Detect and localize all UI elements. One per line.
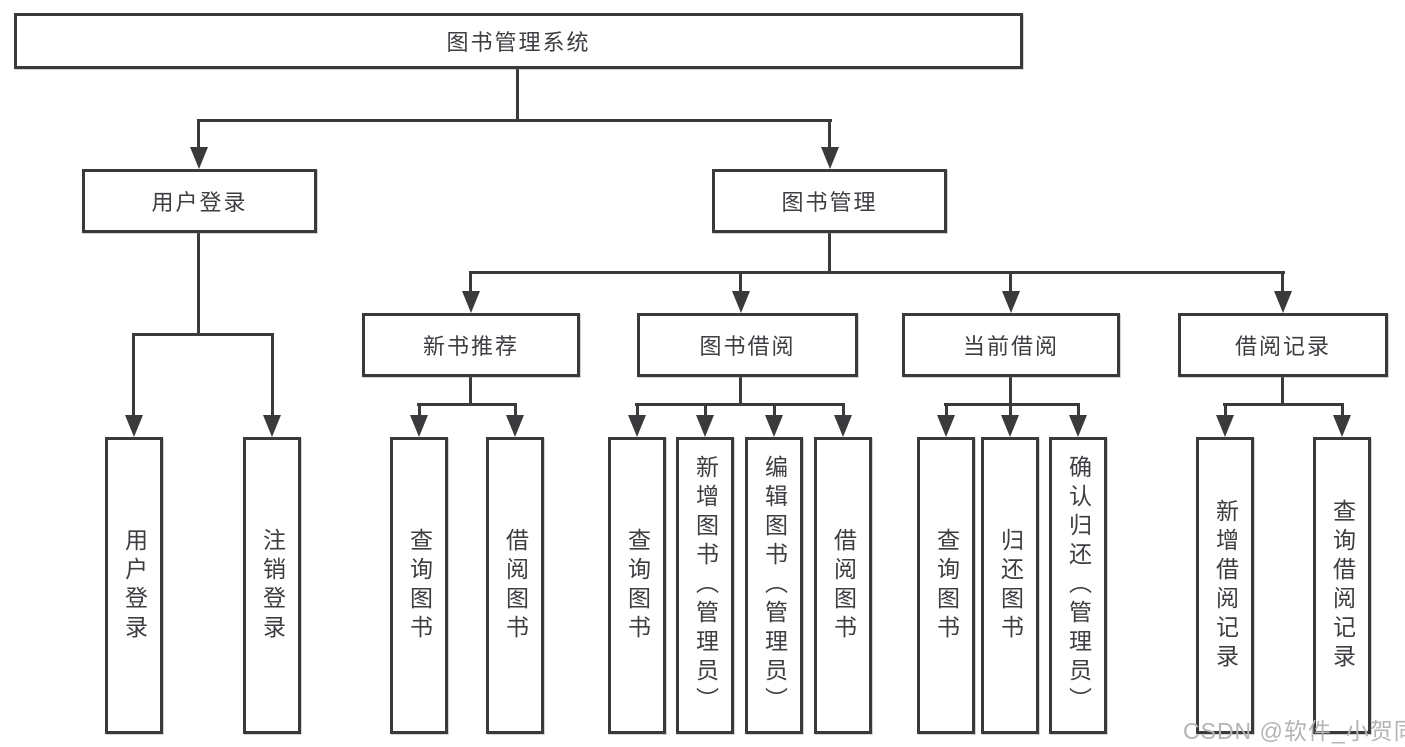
connector-shaft bbox=[1009, 271, 1012, 296]
connector-bar bbox=[635, 403, 845, 406]
arrowhead-down-icon bbox=[263, 415, 281, 437]
arrowhead-down-icon bbox=[765, 415, 783, 437]
connector-shaft bbox=[842, 403, 845, 419]
arrowhead-down-icon bbox=[732, 291, 750, 313]
connector-shaft bbox=[773, 403, 776, 419]
node-library-system-label: 图书管理系统 bbox=[446, 30, 591, 55]
connector-login-bar bbox=[132, 333, 274, 336]
connector-drop bbox=[739, 377, 742, 406]
connector-shaft bbox=[1281, 271, 1284, 296]
leaf-current-confirm-return-admin-label: 确认归还（管理员） bbox=[1065, 455, 1092, 716]
node-current-borrow: 当前借阅 bbox=[902, 313, 1120, 377]
leaf-recommend-query-books: 查询图书 bbox=[390, 437, 448, 734]
leaf-borrow-query-books-label: 查询图书 bbox=[624, 527, 651, 644]
node-user-login: 用户登录 bbox=[82, 169, 317, 233]
arrowhead-down-icon bbox=[696, 415, 714, 437]
leaf-recommend-borrow-books: 借阅图书 bbox=[486, 437, 544, 734]
leaf-current-return-books: 归还图书 bbox=[981, 437, 1039, 734]
arrowhead-down-icon bbox=[1333, 415, 1351, 437]
leaf-logout-label: 注销登录 bbox=[259, 527, 286, 644]
arrowhead-down-icon bbox=[834, 415, 852, 437]
leaf-records-add-record: 新增借阅记录 bbox=[1196, 437, 1254, 734]
leaf-borrow-add-books-admin: 新增图书（管理员） bbox=[676, 437, 734, 734]
csdn-watermark: CSDN @软件_小贺同学 bbox=[1183, 718, 1405, 744]
arrowhead-down-icon bbox=[410, 415, 428, 437]
arrowhead-down-icon bbox=[1069, 415, 1087, 437]
leaf-current-query-books-label: 查询图书 bbox=[933, 527, 960, 644]
connector-bar bbox=[944, 403, 1080, 406]
arrowhead-down-icon bbox=[462, 291, 480, 313]
connector-shaft bbox=[739, 271, 742, 296]
connector-shaft bbox=[1077, 403, 1080, 419]
node-book-management: 图书管理 bbox=[712, 169, 947, 233]
leaf-user-login: 用户登录 bbox=[105, 437, 163, 734]
connector-shaft bbox=[514, 403, 517, 419]
connector-level3-bar bbox=[469, 271, 1285, 274]
leaf-records-query-record: 查询借阅记录 bbox=[1313, 437, 1371, 734]
leaf-current-return-books-label: 归还图书 bbox=[997, 527, 1024, 644]
connector-drop bbox=[469, 377, 472, 406]
node-borrow-records-label: 借阅记录 bbox=[1234, 334, 1331, 359]
leaf-borrow-borrow-books: 借阅图书 bbox=[814, 437, 872, 734]
connector-shaft bbox=[828, 119, 831, 151]
connector-bar bbox=[1223, 403, 1344, 406]
leaf-current-confirm-return-admin: 确认归还（管理员） bbox=[1049, 437, 1107, 734]
connector-shaft bbox=[1224, 403, 1227, 419]
arrowhead-down-icon bbox=[1216, 415, 1234, 437]
node-book-management-label: 图书管理 bbox=[781, 190, 878, 215]
arrowhead-down-icon bbox=[190, 147, 208, 169]
connector-shaft bbox=[132, 333, 135, 419]
arrowhead-down-icon bbox=[1002, 291, 1020, 313]
connector-root-drop bbox=[516, 66, 519, 122]
node-current-borrow-label: 当前借阅 bbox=[962, 334, 1059, 359]
connector-bar bbox=[417, 403, 517, 406]
connector-drop bbox=[1009, 377, 1012, 406]
leaf-records-query-record-label: 查询借阅记录 bbox=[1329, 498, 1356, 673]
connector-login-drop bbox=[197, 233, 200, 336]
connector-shaft bbox=[197, 119, 200, 151]
leaf-recommend-query-books-label: 查询图书 bbox=[406, 527, 433, 644]
leaf-logout: 注销登录 bbox=[243, 437, 301, 734]
leaf-borrow-add-books-admin-label: 新增图书（管理员） bbox=[692, 455, 719, 716]
connector-shaft bbox=[1009, 403, 1012, 419]
leaf-current-query-books: 查询图书 bbox=[917, 437, 975, 734]
connector-shaft bbox=[469, 271, 472, 296]
node-new-book-recommend: 新书推荐 bbox=[362, 313, 580, 377]
leaf-recommend-borrow-books-label: 借阅图书 bbox=[502, 527, 529, 644]
connector-level2-bar bbox=[198, 119, 832, 122]
node-book-borrow: 图书借阅 bbox=[637, 313, 858, 377]
leaf-user-login-label: 用户登录 bbox=[121, 527, 148, 644]
node-book-borrow-label: 图书借阅 bbox=[699, 334, 796, 359]
leaf-records-add-record-label: 新增借阅记录 bbox=[1212, 498, 1239, 673]
connector-shaft bbox=[1341, 403, 1344, 419]
connector-shaft bbox=[704, 403, 707, 419]
leaf-borrow-borrow-books-label: 借阅图书 bbox=[830, 527, 857, 644]
connector-shaft bbox=[271, 333, 274, 419]
connector-management-drop bbox=[828, 233, 831, 274]
node-library-system: 图书管理系统 bbox=[14, 13, 1023, 69]
arrowhead-down-icon bbox=[1274, 291, 1292, 313]
leaf-borrow-query-books: 查询图书 bbox=[608, 437, 666, 734]
arrowhead-down-icon bbox=[1001, 415, 1019, 437]
connector-shaft bbox=[945, 403, 948, 419]
node-borrow-records: 借阅记录 bbox=[1178, 313, 1388, 377]
connector-shaft bbox=[636, 403, 639, 419]
leaf-borrow-edit-books-admin: 编辑图书（管理员） bbox=[745, 437, 803, 734]
arrowhead-down-icon bbox=[125, 415, 143, 437]
arrowhead-down-icon bbox=[628, 415, 646, 437]
node-user-login-label: 用户登录 bbox=[151, 190, 248, 215]
arrowhead-down-icon bbox=[821, 147, 839, 169]
arrowhead-down-icon bbox=[937, 415, 955, 437]
node-new-book-recommend-label: 新书推荐 bbox=[422, 334, 519, 359]
connector-shaft bbox=[418, 403, 421, 419]
connector-drop bbox=[1281, 377, 1284, 406]
arrowhead-down-icon bbox=[506, 415, 524, 437]
leaf-borrow-edit-books-admin-label: 编辑图书（管理员） bbox=[761, 455, 788, 716]
